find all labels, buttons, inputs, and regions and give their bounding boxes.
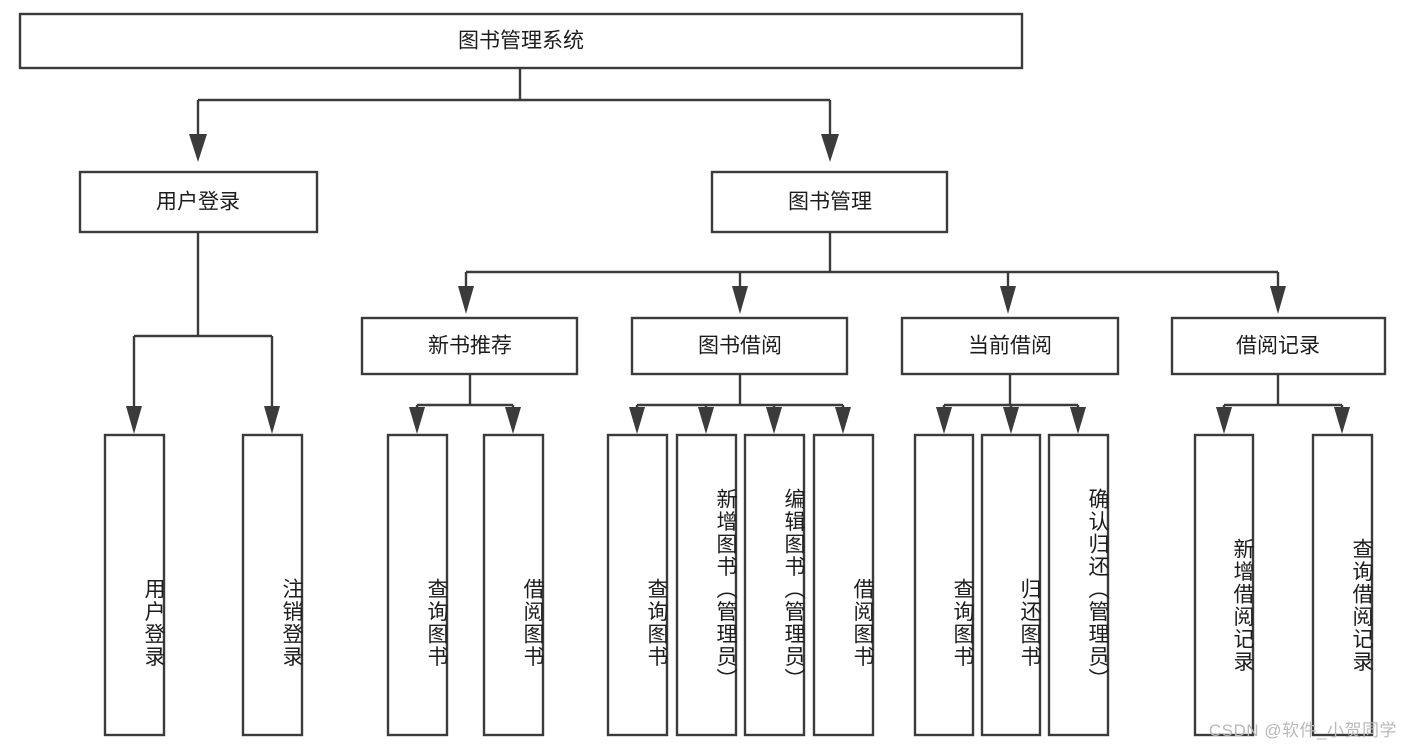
arrow-to-new-book [458,286,474,314]
node-book-borrow-box[interactable] [630,316,849,376]
leaf-boxes-group [103,433,1374,737]
node-user-login-label: 用户登录 [156,191,240,214]
arrow-book-borrow-leaf4 [835,407,851,434]
leaf-box-add-book-admin[interactable] [675,433,738,737]
arrow-user-login-leaf2 [264,406,280,434]
node-book-manage-box[interactable] [710,170,949,234]
arrow-current-borrow-leaf1 [936,407,952,434]
arrow-book-borrow-leaf1 [629,407,645,434]
leaf-box-user-login[interactable] [103,433,166,737]
root-node-label: 图书管理系统 [458,30,584,53]
node-current-borrow-label: 当前借阅 [968,335,1052,358]
edges-group [126,68,1350,434]
arrow-to-borrow-record [1270,286,1286,314]
arrow-to-current-borrow [1000,286,1016,314]
leaf-box-borrow-book[interactable] [812,433,875,737]
node-current-borrow-box[interactable] [900,316,1120,376]
node-new-book-recommend-label: 新书推荐 [428,335,512,358]
node-book-manage[interactable]: 图书管理 [710,170,949,234]
node-borrow-record[interactable]: 借阅记录 [1170,316,1387,376]
arrow-to-user-login [189,134,207,162]
node-borrow-record-box[interactable] [1170,316,1387,376]
leaf-box-edit-book-admin[interactable] [743,433,806,737]
arrow-to-book-borrow [732,286,748,314]
arrow-borrow-record-leaf2 [1334,407,1350,434]
arrow-new-book-leaf2 [505,407,521,434]
arrow-book-borrow-leaf2 [698,407,714,434]
node-current-borrow[interactable]: 当前借阅 [900,316,1120,376]
node-new-book-recommend-box[interactable] [360,316,579,376]
leaf-box-confirm-return-admin[interactable] [1047,433,1110,737]
leaf-box-add-borrow-record[interactable] [1193,433,1255,737]
leaf-box-logout[interactable] [241,433,304,737]
node-user-login[interactable]: 用户登录 [78,170,319,234]
arrow-new-book-leaf1 [409,407,425,434]
leaf-box-query-borrow-record[interactable] [1311,433,1374,737]
node-new-book-recommend[interactable]: 新书推荐 [360,316,579,376]
node-borrow-record-label: 借阅记录 [1236,335,1320,358]
arrow-borrow-record-leaf1 [1216,407,1232,434]
node-book-manage-label: 图书管理 [788,191,872,214]
leaf-box-query-book-rec[interactable] [386,433,449,737]
leaf-box-return-book[interactable] [980,433,1042,737]
arrow-current-borrow-leaf2 [1003,407,1019,434]
leaf-box-borrow-book-rec[interactable] [482,433,545,737]
node-book-borrow[interactable]: 图书借阅 [630,316,849,376]
node-user-login-box[interactable] [78,170,319,234]
watermark-label: CSDN @软件_小贺同学 [1208,721,1397,740]
root-node-box[interactable] [18,12,1024,70]
arrow-book-borrow-leaf3 [766,407,782,434]
arrow-to-book-manage [821,134,839,162]
arrow-current-borrow-leaf3 [1070,407,1086,434]
node-book-borrow-label: 图书借阅 [698,335,782,358]
root-node[interactable]: 图书管理系统 [18,12,1024,70]
leaf-box-query-book-borrow[interactable] [606,433,669,737]
arrow-user-login-leaf1 [126,406,142,434]
leaf-box-query-book-current[interactable] [913,433,975,737]
